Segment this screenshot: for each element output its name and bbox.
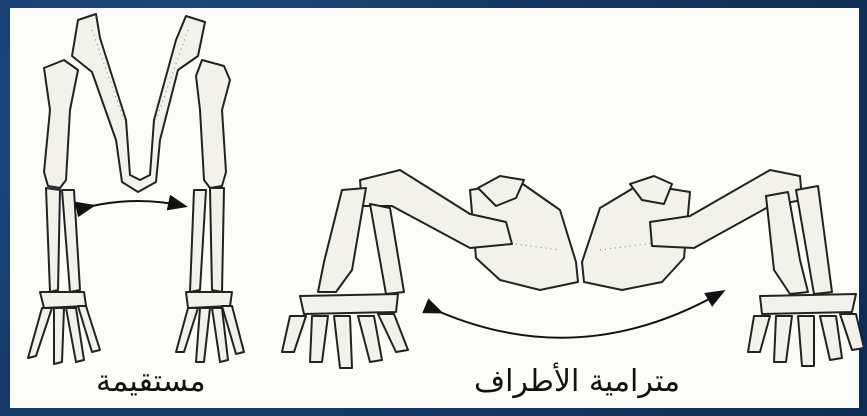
upright-hindlimb-skeleton-icon <box>28 14 244 364</box>
sprawling-hindlimb-skeleton-icon <box>282 170 864 368</box>
upright-posture-label: مستقيمة <box>96 364 206 400</box>
sprawled-posture-label: مترامية الأطراف <box>474 364 680 400</box>
